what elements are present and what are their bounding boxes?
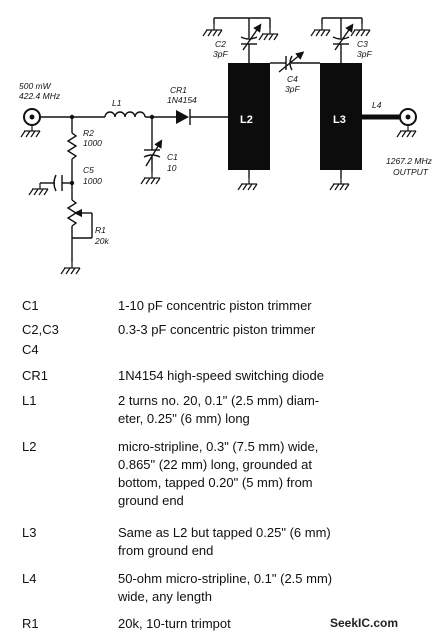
part-desc: from ground end	[118, 543, 214, 558]
part-desc: eter, 0.25" (6 mm) long	[118, 411, 250, 426]
c1-label: C1	[167, 152, 178, 162]
c4-value: 3pF	[285, 84, 300, 94]
inductor-l1	[104, 111, 146, 118]
cr1-value: 1N4154	[167, 95, 197, 105]
r2-value: 1000	[83, 138, 102, 148]
cr1-label: CR1	[170, 85, 187, 95]
part-ref: R1	[22, 616, 39, 631]
part-desc: ground end	[118, 493, 184, 508]
input-connector	[20, 108, 41, 138]
part-desc: micro-stripline, 0.3" (7.5 mm) wide,	[118, 439, 319, 454]
part-ref: L1	[22, 393, 37, 408]
schematic-diagram: 500 mW 422.4 MHz L1 CR1 1N4154 R2 1000 C…	[19, 17, 433, 275]
output-label: OUTPUT	[393, 167, 429, 177]
c1-value: 10	[167, 163, 177, 173]
part-ref: L2	[22, 439, 37, 454]
part-ref: CR1	[22, 368, 49, 383]
output-freq-label: 1267.2 MHz	[386, 156, 433, 166]
part-ref: L4	[22, 571, 37, 586]
trimmer-capacitor-c3	[310, 17, 371, 63]
output-connector	[396, 108, 417, 138]
l2-label: L2	[240, 114, 253, 126]
part-ref: L3	[22, 525, 37, 540]
c3-value: 3pF	[357, 49, 372, 59]
capacitor-c5	[28, 174, 72, 196]
part-desc: 50-ohm micro-stripline, 0.1" (2.5 mm)	[118, 571, 333, 586]
trimmer-capacitor-c2	[202, 17, 279, 63]
diode-cr1	[176, 109, 191, 125]
l1-label: L1	[112, 98, 122, 108]
potentiometer-r1	[60, 199, 93, 275]
part-desc: 1N4154 high-speed switching diode	[118, 368, 324, 383]
resistor-r2	[66, 132, 78, 160]
stripline-l2	[228, 63, 270, 170]
c2-label: C2	[215, 39, 226, 49]
c4-label: C4	[287, 74, 298, 84]
part-ref: C4	[22, 342, 39, 357]
stripline-l3	[320, 63, 362, 170]
r1-value: 20k	[94, 236, 109, 246]
part-ref: C2,C3	[22, 322, 59, 337]
r2-label: R2	[83, 128, 94, 138]
c3-label: C3	[357, 39, 368, 49]
part-ref: C1	[22, 298, 39, 313]
input-power-label: 500 mW	[19, 81, 52, 91]
part-desc: wide, any length	[118, 589, 212, 604]
trimmer-capacitor-c1	[140, 117, 163, 185]
r1-label: R1	[95, 225, 106, 235]
c5-value: 1000	[83, 176, 102, 186]
c2-value: 3pF	[213, 49, 228, 59]
part-desc: 0.3-3 pF concentric piston trimmer	[118, 322, 316, 337]
part-desc: 2 turns no. 20, 0.1" (2.5 mm) diam-	[118, 393, 320, 408]
part-desc: Same as L2 but tapped 0.25" (6 mm)	[118, 525, 331, 540]
l4-label: L4	[372, 100, 382, 110]
l3-label: L3	[333, 114, 346, 126]
part-desc: 1-10 pF concentric piston trimmer	[118, 298, 312, 313]
trimmer-capacitor-c4	[270, 51, 320, 73]
watermark-logo: SeekIC.com	[330, 616, 399, 630]
input-freq-label: 422.4 MHz	[19, 91, 61, 101]
part-desc: 0.865" (22 mm) long, grounded at	[118, 457, 312, 472]
c5-label: C5	[83, 165, 94, 175]
part-desc: 20k, 10-turn trimpot	[118, 616, 231, 631]
part-desc: bottom, tapped 0.20" (5 mm) from	[118, 475, 313, 490]
